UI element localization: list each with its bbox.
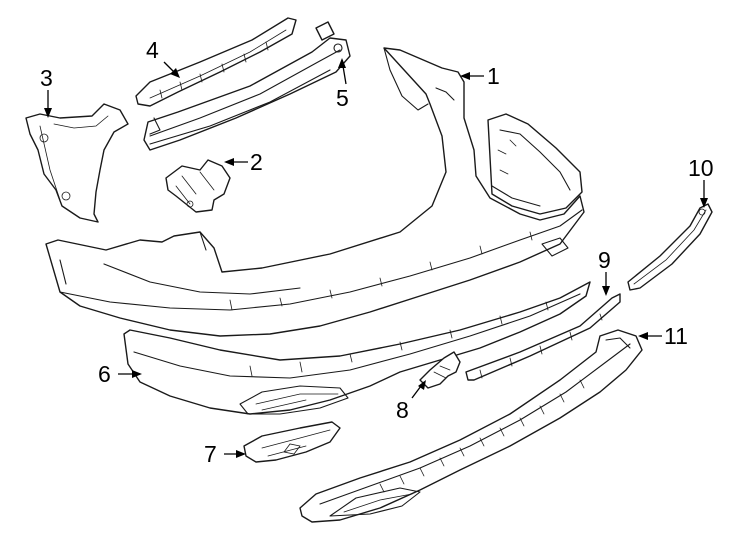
callout-3: 3 [40,65,53,91]
callout-1: 1 [487,63,500,89]
callout-5: 5 [336,85,349,111]
part-8-clip [419,351,461,389]
part-2-bracket [165,159,231,213]
callouts: 1 2 3 4 5 6 7 8 9 10 11 [40,37,714,467]
part-1-bumper-cover [45,47,585,337]
callout-9: 9 [598,247,611,273]
callout-4: 4 [146,37,159,63]
part-6-lower-cover [123,281,591,415]
callout-8: 8 [396,397,409,423]
part-11-diffuser [299,329,643,523]
part-9-molding [465,293,621,381]
callout-2: 2 [250,149,263,175]
part-10-trim-strip [627,203,713,291]
callout-6: 6 [98,361,111,387]
part-5-reinforcement-beam [143,21,351,151]
part-7-reflector [243,421,341,463]
callout-11: 11 [664,323,688,349]
part-4-energy-absorber [135,17,297,107]
part-3-side-bracket [25,103,129,223]
leader-arrowheads [44,58,708,458]
callout-10: 10 [688,155,714,181]
callout-7: 7 [204,441,217,467]
